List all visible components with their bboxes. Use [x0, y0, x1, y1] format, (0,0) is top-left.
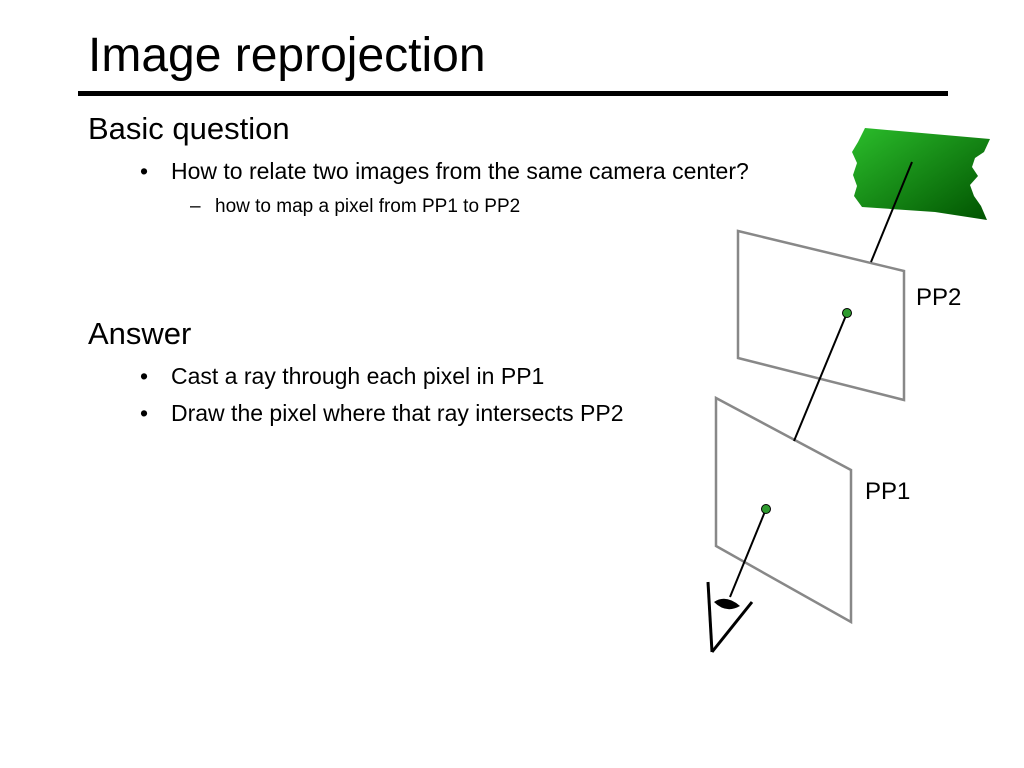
bullet-mark: •	[140, 363, 149, 389]
sub-mark: –	[190, 196, 201, 217]
eye-icon	[706, 581, 754, 653]
subbullet-text: how to map a pixel from PP1 to PP2	[215, 196, 521, 217]
heading-answer: Answer	[88, 316, 192, 351]
pp2-pixel-point	[842, 308, 852, 318]
ray-to-scene	[870, 161, 913, 263]
pp1-label: PP1	[865, 478, 910, 505]
scene-image	[852, 128, 990, 220]
pp1-plane	[714, 395, 853, 625]
bullet-mark: •	[140, 158, 149, 184]
ray-from-eye	[729, 508, 767, 598]
bullet-text: How to relate two images from the same c…	[171, 158, 749, 184]
bullet-draw-pixel: • Draw the pixel where that ray intersect…	[140, 399, 624, 427]
pp2-plane	[736, 229, 906, 402]
subbullet-map-pixel: –how to map a pixel from PP1 to PP2	[190, 195, 520, 219]
pp1-pixel-point	[761, 504, 771, 514]
title-underline	[78, 91, 948, 96]
bullet-relate-images: • How to relate two images from the same …	[140, 157, 749, 185]
bullet-text: Cast a ray through each pixel in PP1	[171, 363, 545, 389]
heading-basic-question: Basic question	[88, 111, 290, 146]
slide-title: Image reprojection	[88, 29, 486, 82]
bullet-mark: •	[140, 400, 149, 426]
pp2-label: PP2	[916, 284, 961, 311]
bullet-cast-ray: • Cast a ray through each pixel in PP1	[140, 362, 544, 390]
bullet-text: Draw the pixel where that ray intersects…	[171, 400, 624, 426]
ray-between-planes	[793, 312, 848, 442]
